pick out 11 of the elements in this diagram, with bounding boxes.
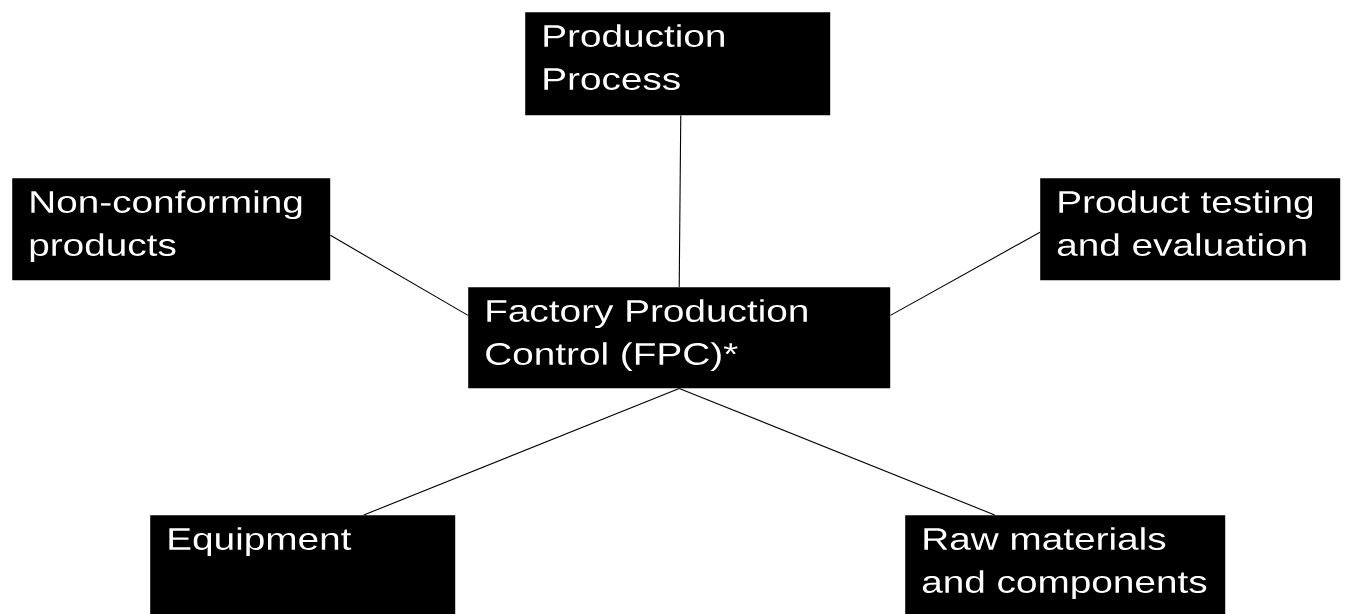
connector-line	[678, 387, 996, 516]
text-box: Non-conforming products	[12, 178, 331, 281]
text-box: Raw materials and components	[905, 515, 1226, 614]
text-box: Equipment	[150, 515, 456, 614]
connector-line	[678, 114, 682, 288]
connector-line	[889, 231, 1041, 316]
connector-line	[363, 387, 680, 516]
text-box: Production Process	[525, 12, 831, 116]
connector-line	[329, 234, 469, 316]
text-box: Product testing and evaluation	[1040, 178, 1341, 281]
text-box: Factory Production Control (FPC)*	[468, 287, 891, 389]
